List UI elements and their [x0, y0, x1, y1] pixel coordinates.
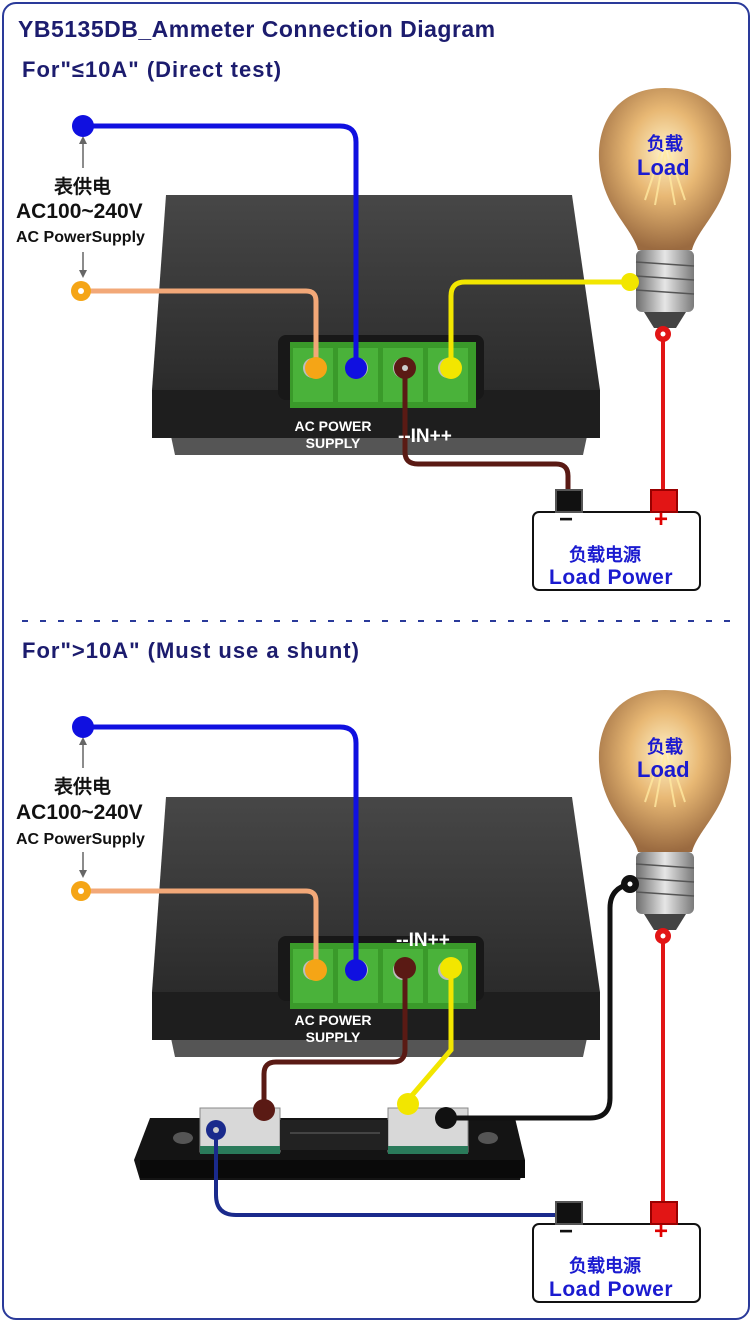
power-label-en-bottom: AC PowerSupply	[16, 831, 145, 848]
power-label-en-top: AC PowerSupply	[16, 229, 145, 246]
blue-dot-top	[72, 115, 94, 137]
terminal-orange-bottom	[305, 959, 327, 981]
shunt	[134, 1107, 525, 1180]
meter-top	[152, 195, 600, 455]
load-power-box-bottom	[532, 1201, 701, 1303]
meter-bottom	[152, 797, 600, 1057]
bulb-label-en-bottom: Load	[637, 757, 690, 782]
power-arrow-top	[79, 136, 87, 278]
terminal-blue-bottom	[345, 959, 367, 981]
load-power-en-bottom: Load Power	[549, 1278, 674, 1301]
power-voltage-bottom: AC100~240V	[16, 801, 143, 824]
bulb-bottom	[598, 690, 732, 930]
bulb-label-cn-bottom: 负载	[647, 737, 683, 757]
ac-power-label-top: AC POWER SUPPLY	[283, 418, 383, 452]
wire-navy-bottom	[214, 1130, 556, 1217]
shunt-yellow-dot	[397, 1093, 419, 1115]
page-title: YB5135DB_Ammeter Connection Diagram	[18, 16, 496, 42]
wire-yellow-bottom	[406, 970, 454, 1102]
bulb-yellow-dot-top	[621, 273, 639, 291]
input-label-top: --IN++	[398, 426, 452, 447]
ac-power-line1: AC POWER	[294, 1012, 372, 1028]
power-voltage-top: AC100~240V	[16, 200, 143, 223]
power-label-cn-bottom: 表供电	[54, 777, 112, 798]
load-power-en-top: Load Power	[549, 566, 674, 589]
load-power-plus-top: +	[654, 506, 669, 533]
load-power-cn-bottom: 负载电源	[569, 1256, 641, 1276]
terminal-yellow-bottom	[440, 957, 462, 979]
wire-black-bottom	[446, 881, 631, 1121]
bulb-label-cn-top: 负载	[647, 134, 683, 154]
load-power-minus-top: −	[559, 506, 574, 533]
shunt-black-dot	[435, 1107, 457, 1129]
wire-brown-top	[402, 368, 571, 497]
terminal-blue-top	[345, 357, 367, 379]
ac-power-line2: SUPPLY	[305, 435, 361, 451]
load-power-cn-top: 负载电源	[569, 545, 641, 565]
input-label-bottom: --IN++	[396, 930, 450, 951]
ac-power-label-bottom: AC POWER SUPPLY	[283, 1012, 383, 1046]
power-label-cn-top: 表供电	[54, 177, 112, 198]
wire-yellow-top	[448, 279, 630, 368]
wire-orange-bottom	[81, 888, 319, 970]
load-power-plus-bottom: +	[654, 1218, 669, 1245]
power-arrow-bottom	[79, 737, 87, 878]
ac-power-line2: SUPPLY	[305, 1029, 361, 1045]
section-heading-shunt: For">10A" (Must use a shunt)	[22, 638, 360, 663]
wire-brown-bottom	[261, 970, 408, 1108]
load-power-box-top	[532, 489, 701, 591]
terminal-brown-bottom	[394, 957, 416, 979]
section-heading-direct: For"≤10A" (Direct test)	[22, 57, 283, 82]
wire-blue-top	[83, 123, 359, 368]
blue-dot-bottom	[72, 716, 94, 738]
wire-blue-bottom	[83, 724, 359, 970]
wire-orange-top	[81, 288, 319, 368]
terminal-orange-top	[305, 357, 327, 379]
ac-power-line1: AC POWER	[294, 418, 372, 434]
load-power-minus-bottom: −	[559, 1218, 574, 1245]
terminal-yellow-top	[440, 357, 462, 379]
shunt-brown-dot	[253, 1099, 275, 1121]
bulb-top	[598, 88, 732, 328]
bulb-label-en-top: Load	[637, 155, 690, 180]
